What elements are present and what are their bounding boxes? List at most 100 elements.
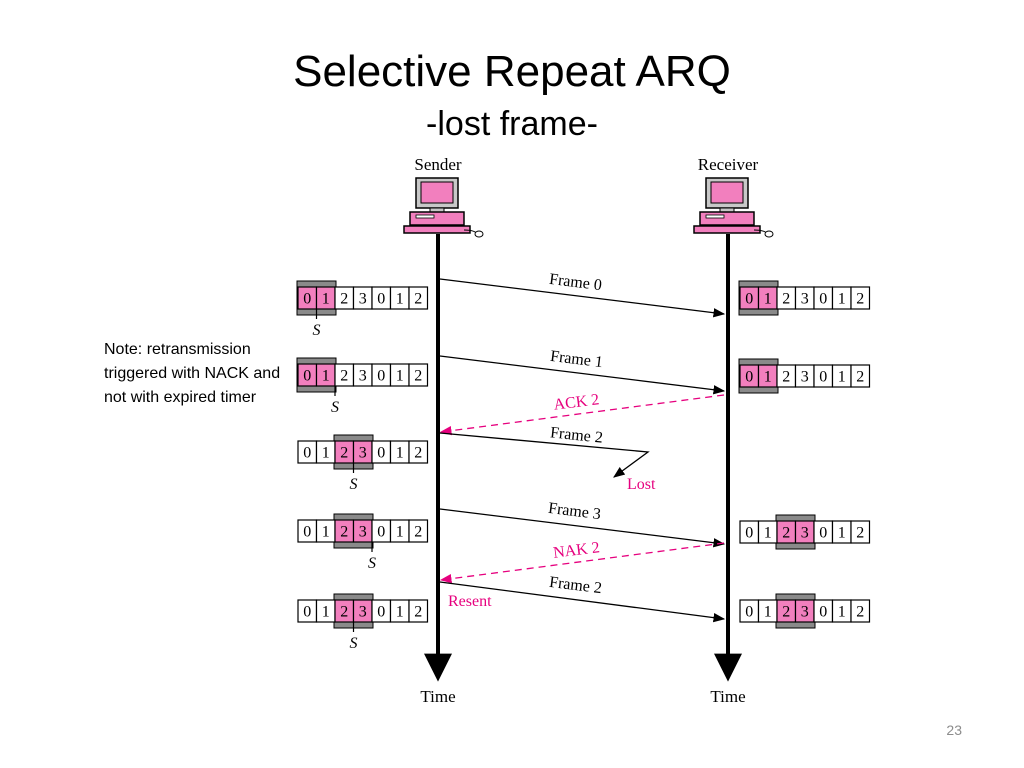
window-cell-label: 0 <box>303 368 311 385</box>
sender-computer-icon <box>403 177 484 238</box>
message-label: Frame 3 <box>547 500 602 523</box>
window-cell-label: 1 <box>322 445 330 462</box>
receiver-time-label: Time <box>710 687 745 706</box>
window-cell-label: 2 <box>340 604 348 621</box>
window-cell-label: 0 <box>745 369 753 386</box>
window-cell-label: 2 <box>414 368 422 385</box>
window-cell-label: 3 <box>359 291 367 308</box>
slide-subtitle: -lost frame- <box>426 105 598 143</box>
window-cell-label: 2 <box>856 291 864 308</box>
window-cell-label: 0 <box>303 524 311 541</box>
window-cell <box>850 286 871 310</box>
window-cell-label: 0 <box>819 291 827 308</box>
pointer-s-label: S <box>350 476 358 493</box>
window-cell-label: 1 <box>838 604 846 621</box>
window-cell <box>850 520 871 544</box>
window-cell-label: 1 <box>322 604 330 621</box>
message-label: Frame 0 <box>548 271 603 294</box>
window-cell-label: 1 <box>764 369 772 386</box>
message-frame-1: Frame 1 <box>439 348 726 395</box>
window-cell-label: 0 <box>377 524 385 541</box>
window-cell <box>850 364 871 388</box>
window-cell-label: 0 <box>819 525 827 542</box>
window-cell-label: 1 <box>396 445 404 462</box>
message-label: ACK 2 <box>553 391 601 413</box>
window-cell <box>408 519 429 543</box>
message-label: Frame 2 <box>548 574 603 597</box>
window-cell-label: 2 <box>782 525 790 542</box>
window-cell-label: 0 <box>745 525 753 542</box>
window-cell-label: 1 <box>838 525 846 542</box>
window-cell-label: 0 <box>303 445 311 462</box>
window-cell-label: 1 <box>396 604 404 621</box>
window-cell-label: 1 <box>322 368 330 385</box>
window-cell-label: 0 <box>377 368 385 385</box>
window-cell-label: 2 <box>856 525 864 542</box>
window-cell-label: 2 <box>856 369 864 386</box>
window-cell-label: 1 <box>396 291 404 308</box>
window-cell-label: 3 <box>359 524 367 541</box>
pointer-s-label: S <box>350 635 358 652</box>
window-cell-label: 1 <box>396 524 404 541</box>
window-cell-label: 0 <box>745 291 753 308</box>
retransmission-note: Note: retransmission triggered with NACK… <box>104 341 281 406</box>
window-cell-label: 1 <box>764 525 772 542</box>
message-frame-3: Frame 3 <box>439 500 726 548</box>
pointer-s-label: S <box>331 399 339 416</box>
receiver-label: Receiver <box>698 155 759 174</box>
message-nak-2: NAK 2 <box>439 539 725 584</box>
slide-title: Selective Repeat ARQ <box>293 47 731 96</box>
window-cell-label: 0 <box>745 604 753 621</box>
window-cell <box>408 599 429 623</box>
message-frame-2-resent: Frame 2 Resent <box>439 574 726 623</box>
window-cell-label: 0 <box>303 604 311 621</box>
lost-label: Lost <box>627 476 656 493</box>
window-cell-label: 0 <box>303 291 311 308</box>
message-frame-0: Frame 0 <box>439 271 726 318</box>
window-cell-label: 2 <box>340 445 348 462</box>
window-cell-label: 0 <box>819 369 827 386</box>
window-cell-label: 2 <box>782 369 790 386</box>
window-cell-label: 1 <box>838 291 846 308</box>
window-cell-label: 0 <box>377 604 385 621</box>
window-cell-label: 1 <box>322 524 330 541</box>
window-cell-label: 3 <box>359 368 367 385</box>
window-cell <box>408 286 429 310</box>
window-cell-label: 1 <box>838 369 846 386</box>
window-cell <box>408 440 429 464</box>
window-cell-label: 1 <box>322 291 330 308</box>
window-cell-label: 0 <box>819 604 827 621</box>
window-cell-label: 3 <box>801 369 809 386</box>
window-cell-label: 1 <box>764 291 772 308</box>
window-cell-label: 3 <box>359 604 367 621</box>
window-cell-label: 2 <box>782 291 790 308</box>
window-cell-label: 2 <box>340 291 348 308</box>
window-cell <box>850 599 871 623</box>
window-cell-label: 2 <box>782 604 790 621</box>
window-cell-label: 2 <box>340 368 348 385</box>
sender-time-label: Time <box>420 687 455 706</box>
pointer-s-label: S <box>368 555 376 572</box>
sender-label: Sender <box>414 155 462 174</box>
window-cell-label: 2 <box>856 604 864 621</box>
message-label: NAK 2 <box>552 539 600 562</box>
window-cell <box>408 363 429 387</box>
window-cell-label: 2 <box>340 524 348 541</box>
window-cell-label: 3 <box>359 445 367 462</box>
message-frame-2-lost: Frame 2 Lost <box>439 424 656 493</box>
window-cell-label: 2 <box>414 291 422 308</box>
window-cell-label: 2 <box>414 445 422 462</box>
window-cell-label: 1 <box>764 604 772 621</box>
resent-label: Resent <box>448 593 492 610</box>
window-cell-label: 0 <box>377 291 385 308</box>
